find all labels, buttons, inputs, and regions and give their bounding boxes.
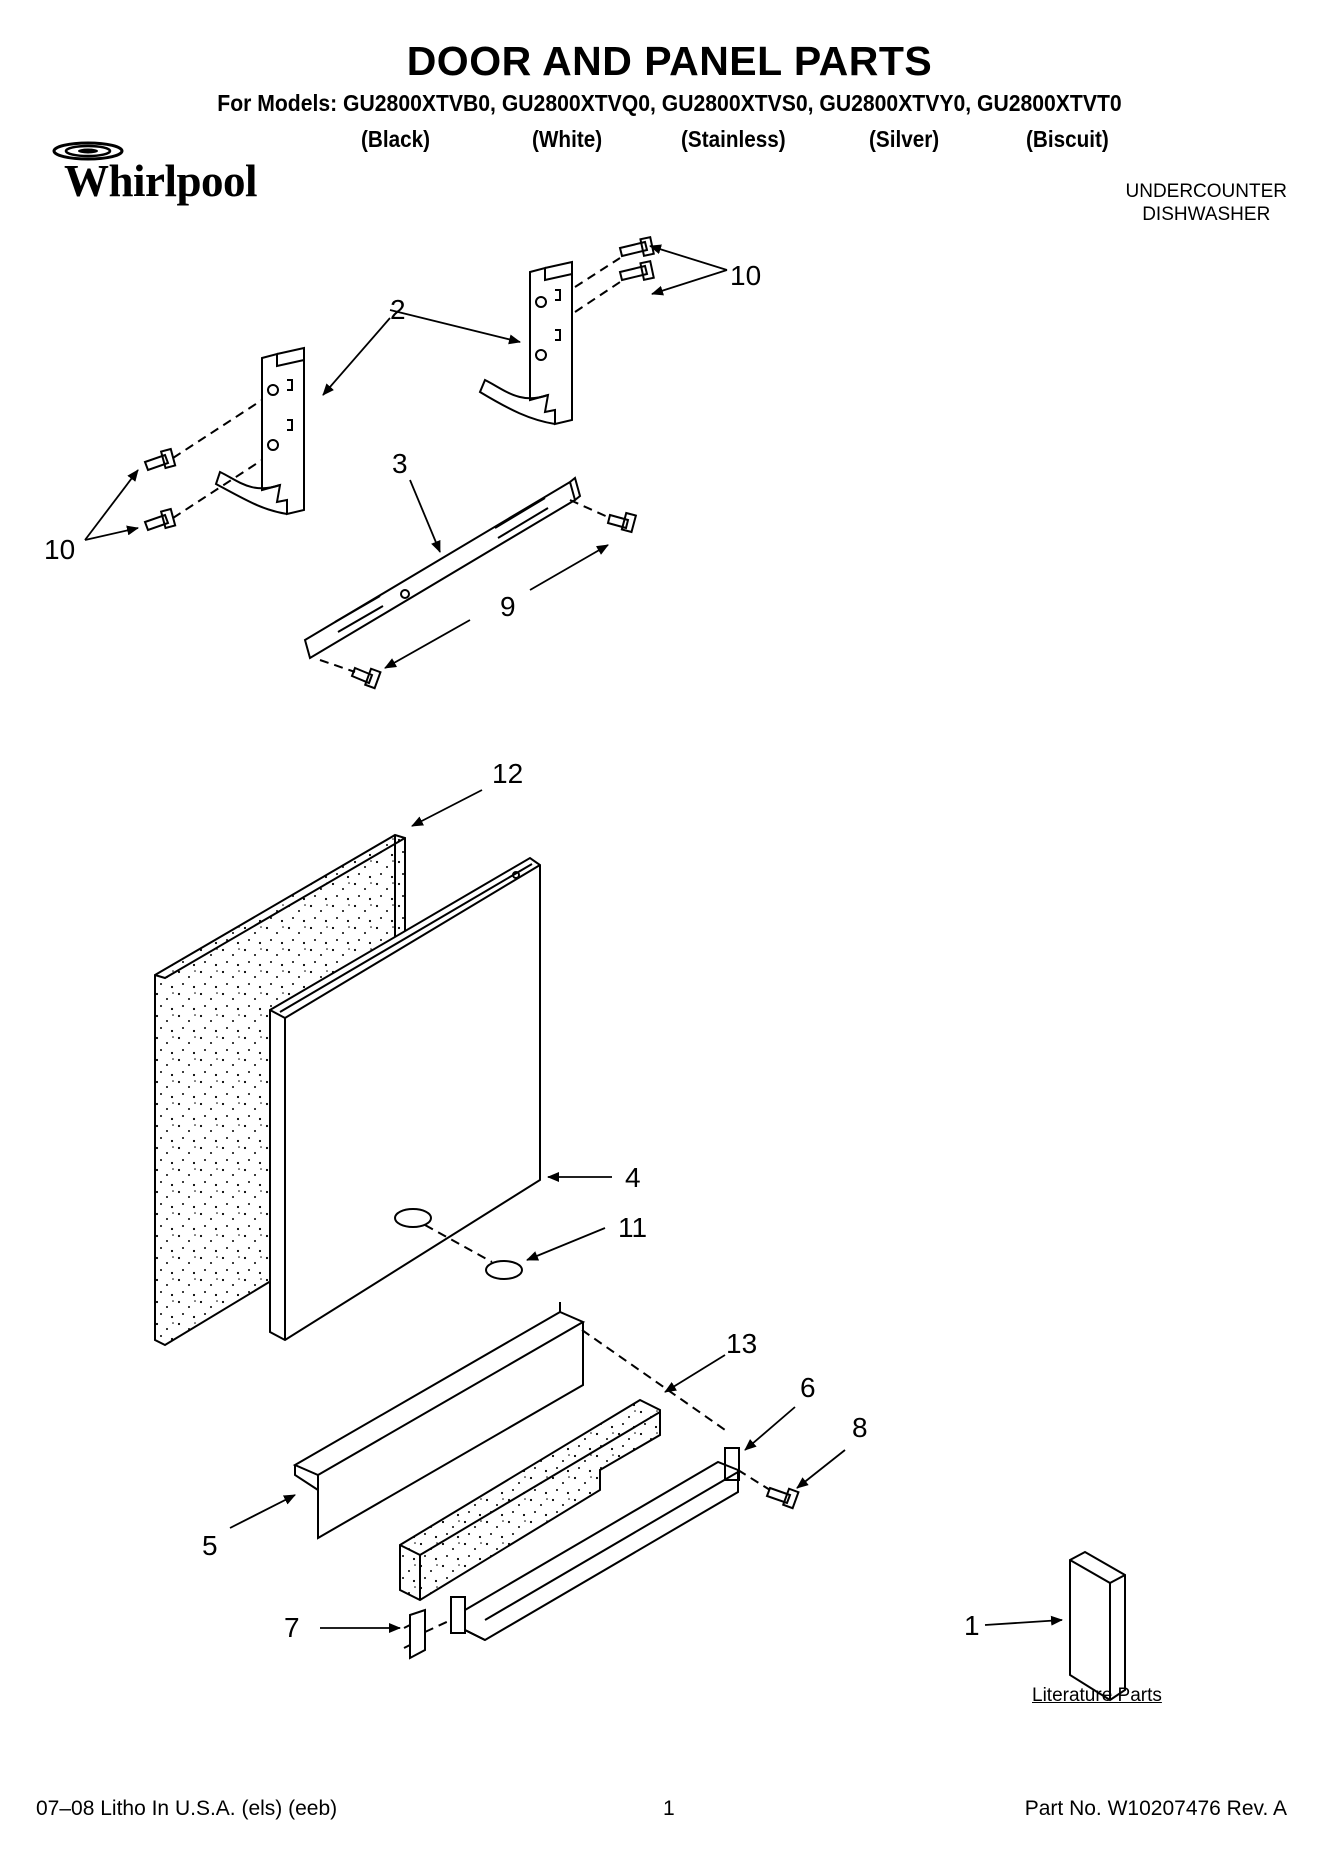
callout-12: 12 (492, 758, 524, 789)
door-hinge-bracket-left (214, 346, 305, 516)
color-label-stainless: (Stainless) (681, 126, 786, 152)
callout-1: 1 (964, 1610, 980, 1641)
leader-9-left (384, 619, 471, 669)
color-label-white: (White) (532, 126, 603, 152)
screw-10-top-1 (618, 235, 655, 258)
color-label-silver: (Silver) (869, 126, 940, 152)
callout-7: 7 (284, 1612, 300, 1643)
leader-8 (796, 1449, 846, 1489)
leader-12 (411, 789, 483, 827)
brand-logo: Whirlpool (64, 156, 258, 206)
mounting-rail (303, 476, 582, 660)
leader-2-left (322, 317, 391, 396)
leader-1 (984, 1615, 1063, 1626)
door-badge-recess (394, 1208, 432, 1228)
callout-13: 13 (726, 1328, 758, 1359)
leader-10-top-a (649, 244, 728, 271)
toe-panel-trim (450, 1447, 740, 1642)
callout-6: 6 (800, 1372, 816, 1403)
toe-kick-panel (292, 1302, 586, 1540)
door-hinge-bracket-right (478, 260, 573, 426)
toe-panel-insulation (399, 1398, 661, 1602)
leader-10-left-b (84, 525, 139, 541)
leader-10-left-a (84, 469, 139, 541)
screw-9-right (606, 511, 638, 534)
leader-10-top-b (651, 269, 728, 296)
callout-8: 8 (852, 1412, 868, 1443)
door-badge (485, 1260, 523, 1280)
screw-10-left-2 (143, 507, 177, 532)
footer-print-info: 07–08 Litho In U.S.A. (els) (eeb) (36, 1797, 338, 1820)
appliance-line-1: UNDERCOUNTER (1125, 181, 1288, 202)
footer-part-number: Part No. W10207476 Rev. A (1024, 1797, 1287, 1820)
screw-8 (765, 1486, 800, 1510)
leader-3 (409, 479, 441, 553)
color-label-biscuit: (Biscuit) (1026, 126, 1109, 152)
callout-11: 11 (618, 1212, 648, 1243)
literature-booklet (1069, 1550, 1126, 1702)
appliance-type: UNDERCOUNTER DISHWASHER (1126, 180, 1288, 226)
screw-9-left (350, 666, 382, 690)
callout-4: 4 (625, 1162, 641, 1193)
callout-5: 5 (202, 1530, 218, 1561)
page-title: DOOR AND PANEL PARTS (406, 38, 933, 84)
callout-10-top: 10 (730, 260, 762, 291)
callout-10-left: 10 (44, 534, 76, 565)
leader-2-right (389, 309, 521, 345)
leader-13 (664, 1354, 726, 1393)
leader-9-right (529, 544, 609, 591)
door-outer-panel (269, 856, 541, 1342)
literature-parts-label: Literature Parts (1032, 1685, 1162, 1706)
color-label-black: (Black) (361, 126, 431, 152)
screw-10-top-2 (618, 259, 655, 282)
leader-11 (526, 1227, 606, 1261)
footer-page-number: 1 (663, 1797, 675, 1820)
callout-3: 3 (392, 448, 408, 479)
leader-6 (744, 1406, 796, 1451)
whirlpool-swirl-icon (52, 141, 124, 161)
callout-2: 2 (390, 294, 406, 325)
leader-5 (229, 1494, 296, 1529)
callout-9: 9 (500, 591, 516, 622)
model-list: For Models: GU2800XTVB0, GU2800XTVQ0, GU… (217, 90, 1122, 116)
screw-10-left-1 (143, 447, 177, 472)
appliance-line-2: DISHWASHER (1142, 204, 1271, 225)
toe-panel-clip (403, 1608, 426, 1660)
